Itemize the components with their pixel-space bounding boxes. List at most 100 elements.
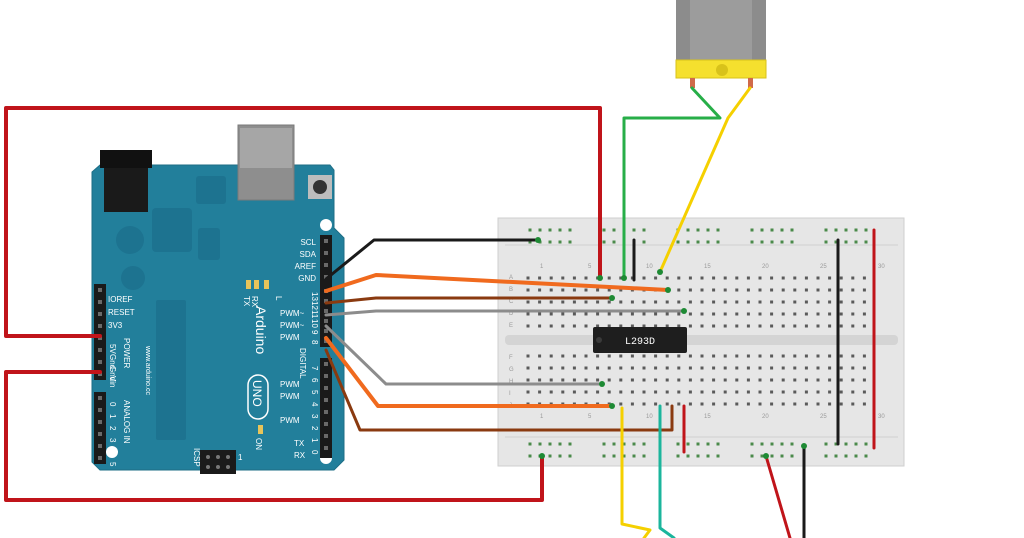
power-header xyxy=(94,284,106,380)
analog-section-label: ANALOG IN xyxy=(122,400,131,444)
icsp-label: ICSP xyxy=(192,448,201,467)
bb-col-num-bottom-5: 5 xyxy=(588,414,592,420)
wires xyxy=(4,86,876,538)
pin-num-1: 1 xyxy=(310,438,319,443)
pin-num-12: 12 xyxy=(310,301,319,310)
pin-num-6: 6 xyxy=(310,378,319,383)
bb-col-num-top-1: 1 xyxy=(540,264,544,270)
pin-num-13: 13 xyxy=(310,292,319,301)
bb-col-num-top-25: 25 xyxy=(820,264,827,270)
analog-header xyxy=(94,392,106,464)
power-pin-gnd1: Gnd xyxy=(108,354,117,369)
analog-pin-4: 4 xyxy=(108,450,117,455)
analog-pin-1: 1 xyxy=(108,414,117,419)
bb-row-letter-f: F xyxy=(509,355,513,361)
bb-row-letter-a: A xyxy=(509,275,513,281)
power-pin-3v3: 3V3 xyxy=(108,321,123,330)
pin-num-0: 0 xyxy=(310,450,319,455)
pwm-label-11: PWM~ xyxy=(280,309,305,318)
motor-terminal-left xyxy=(690,78,695,88)
uno-logo: UNO xyxy=(250,380,264,407)
pwm-label-6: PWM xyxy=(280,380,300,389)
bb-col-num-top-20: 20 xyxy=(762,264,769,270)
wire-yellow-motor xyxy=(658,86,752,274)
wire-brown-top xyxy=(324,296,614,305)
on-led xyxy=(258,425,263,434)
digital-header-low xyxy=(320,358,332,458)
pin-num-3: 3 xyxy=(310,414,319,419)
bb-col-num-bottom-15: 15 xyxy=(704,414,711,420)
pin-num-4: 4 xyxy=(310,402,319,407)
bb-row-letter-g: G xyxy=(509,367,514,373)
bb-col-num-top-15: 15 xyxy=(704,264,711,270)
power-pin-ioref: IOREF xyxy=(108,295,133,304)
chip-label: L293D xyxy=(625,337,655,348)
pin-label-aref: AREF xyxy=(295,262,316,271)
bb-row-letter-e: E xyxy=(509,323,513,329)
wire-endpoints xyxy=(535,237,807,459)
pwm-label-9: PWM xyxy=(280,333,300,342)
pin-num-9: 9 xyxy=(310,330,319,335)
wire-gray-top xyxy=(324,309,686,317)
bb-row-letter-h: H xyxy=(509,379,513,385)
pin-num-8: 8 xyxy=(310,340,319,345)
pin-num-2: 2 xyxy=(310,426,319,431)
wire-red-external xyxy=(764,454,792,538)
led-tx-label: TX xyxy=(242,296,251,307)
pin-label-sda: SDA xyxy=(300,250,317,259)
analog-pin-0: 0 xyxy=(108,402,117,407)
motor-terminal-right xyxy=(748,78,753,88)
icsp-header xyxy=(200,450,236,474)
wire-green-motor xyxy=(622,86,722,280)
tx-pin-label: TX xyxy=(294,439,305,448)
arduino-board: SCL SDA AREF GND 13 12 11 10 9 8 7 6 5 4… xyxy=(91,124,345,474)
power-pin-5v: 5V xyxy=(108,344,117,354)
top-header xyxy=(320,235,332,287)
pin-num-10: 10 xyxy=(310,319,319,328)
power-section-label: POWER xyxy=(122,338,131,368)
led-on-label: ON xyxy=(254,438,263,450)
bb-col-num-top-10: 10 xyxy=(646,264,653,270)
wire-gray-bottom xyxy=(324,324,604,386)
breadboard: 1 5 10 15 20 25 30 1 5 10 15 20 25 30 A … xyxy=(497,217,905,467)
led-rx-label: RX xyxy=(250,296,259,308)
bb-col-num-top-5: 5 xyxy=(588,264,592,270)
icsp-pin1-label: 1 xyxy=(238,453,243,462)
bb-row-letter-d: D xyxy=(509,311,514,317)
power-pin-gnd2: Gnd xyxy=(108,366,117,381)
bb-row-letter-c: C xyxy=(509,299,514,305)
pwm-label-10: PWM~ xyxy=(280,321,305,330)
digital-section-label: DIGITAL xyxy=(298,348,307,379)
arduino-brand: Arduino xyxy=(253,306,269,354)
dc-motor xyxy=(675,0,767,88)
analog-pin-2: 2 xyxy=(108,426,117,431)
website-label: www.arduino.cc xyxy=(144,345,151,396)
l293d-chip: L293D xyxy=(593,327,687,353)
wire-yellow-bottom xyxy=(620,406,652,538)
l-led xyxy=(264,280,269,289)
pin-label-gnd: GND xyxy=(298,274,316,283)
power-pin-vin: Vin xyxy=(108,376,117,387)
bb-col-num-bottom-30: 30 xyxy=(878,414,885,420)
bb-row-letter-i: I xyxy=(509,391,511,397)
bb-col-num-bottom-10: 10 xyxy=(646,414,653,420)
bb-col-num-bottom-1: 1 xyxy=(540,414,544,420)
wire-red-5v-top xyxy=(4,106,602,338)
led-l-label: L xyxy=(274,296,283,301)
pin-num-7: 7 xyxy=(310,366,319,371)
wire-teal-bottom xyxy=(658,404,676,538)
wire-orange-bottom xyxy=(324,336,614,408)
pin-num-5: 5 xyxy=(310,390,319,395)
pin-num-11: 11 xyxy=(310,310,319,319)
rx-pin-label: RX xyxy=(294,451,306,460)
tx-led xyxy=(246,280,251,289)
bb-row-letter-b: B xyxy=(509,287,513,293)
pwm-label-3: PWM xyxy=(280,416,300,425)
bb-col-num-top-30: 30 xyxy=(878,264,885,270)
bb-col-num-bottom-25: 25 xyxy=(820,414,827,420)
wire-black-gnd xyxy=(324,238,540,281)
rx-led xyxy=(254,280,259,289)
power-pin-reset: RESET xyxy=(108,308,135,317)
analog-pin-3: 3 xyxy=(108,438,117,443)
